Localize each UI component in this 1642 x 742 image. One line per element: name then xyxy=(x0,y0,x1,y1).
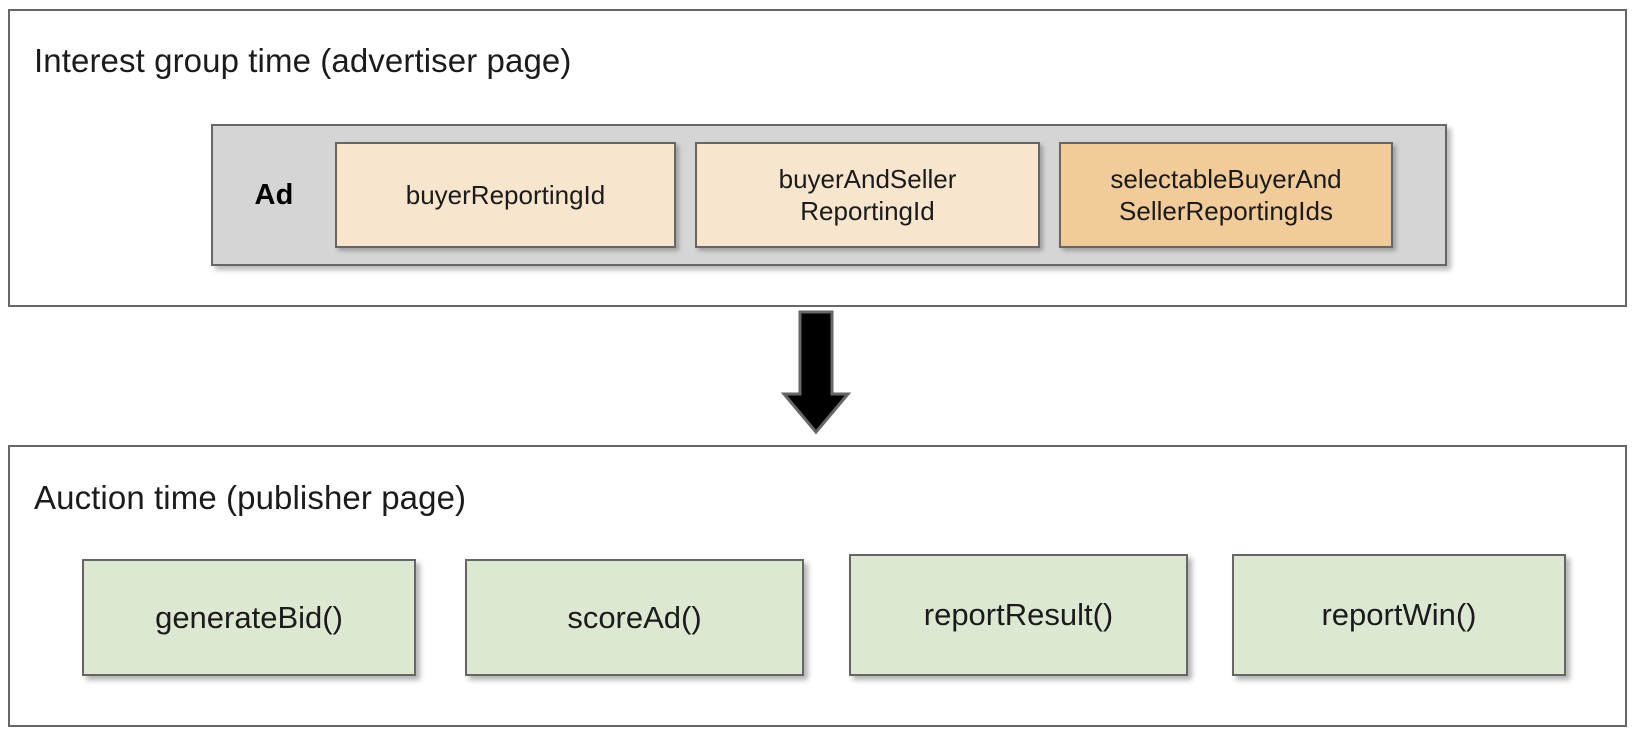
reporting-id-label-line2: SellerReportingIds xyxy=(1119,196,1333,226)
ad-group-container: Ad buyerReportingId buyerAndSeller Repor… xyxy=(211,124,1447,266)
function-box-label: scoreAd() xyxy=(567,599,702,635)
reporting-id-box-buyer[interactable]: buyerReportingId xyxy=(335,142,676,248)
reporting-id-label: buyerReportingId xyxy=(405,179,606,210)
reporting-id-box-selectable[interactable]: selectableBuyerAnd SellerReportingIds xyxy=(1059,142,1393,248)
function-box-label: reportResult() xyxy=(923,597,1114,632)
function-box-label: reportWin() xyxy=(1321,597,1477,632)
down-arrow-icon xyxy=(780,310,852,435)
ad-group-label: Ad xyxy=(254,178,294,211)
function-box-label: generateBid() xyxy=(155,599,343,635)
reporting-id-label: buyerAndSeller ReportingId xyxy=(779,163,957,227)
reporting-id-label-line1: buyerAndSeller xyxy=(778,163,957,194)
section-advertiser: Interest group time (advertiser page) Ad… xyxy=(8,9,1627,307)
section-title-advertiser: Interest group time (advertiser page) xyxy=(34,42,572,79)
function-box-generate-bid[interactable]: generateBid() xyxy=(82,559,416,676)
reporting-id-label-line2: ReportingId xyxy=(800,196,935,226)
reporting-id-list: buyerReportingId buyerAndSeller Reportin… xyxy=(335,126,1393,264)
function-box-report-win[interactable]: reportWin() xyxy=(1232,554,1566,676)
section-title-publisher: Auction time (publisher page) xyxy=(34,479,467,516)
reporting-id-label-line1: selectableBuyerAnd xyxy=(1110,163,1342,194)
reporting-id-box-buyer-and-seller[interactable]: buyerAndSeller ReportingId xyxy=(695,142,1040,248)
function-box-score-ad[interactable]: scoreAd() xyxy=(465,559,804,676)
reporting-id-label: selectableBuyerAnd SellerReportingIds xyxy=(1110,163,1341,227)
function-box-report-result[interactable]: reportResult() xyxy=(849,554,1188,676)
